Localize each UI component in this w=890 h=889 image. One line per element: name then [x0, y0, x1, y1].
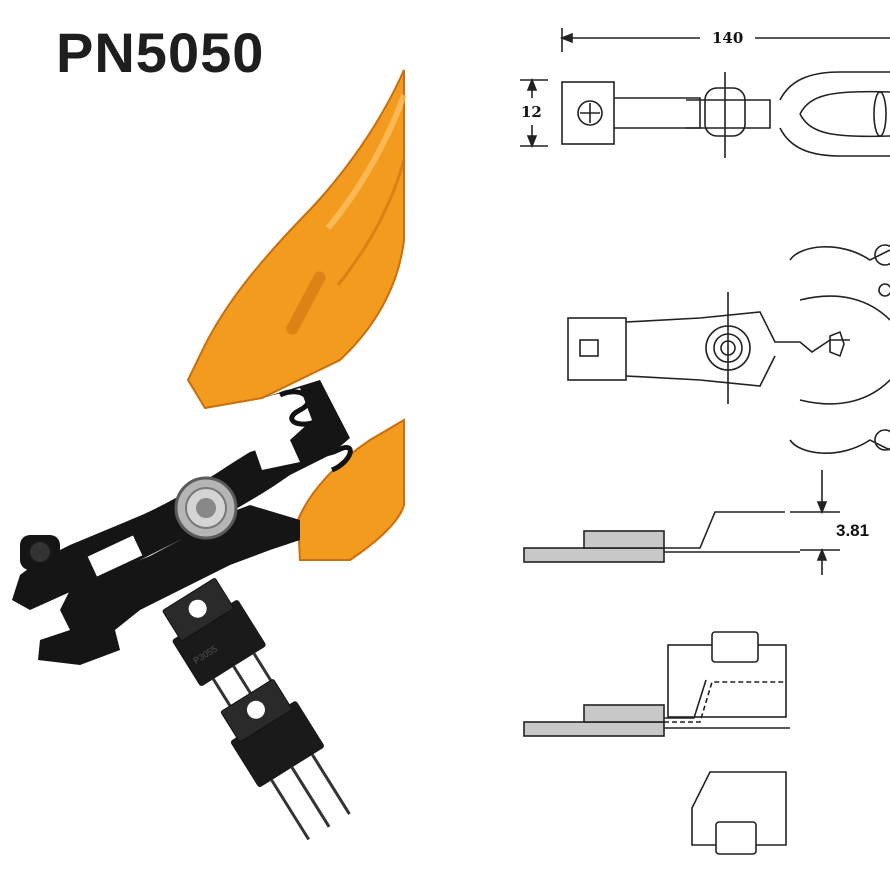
pliers-upper-handle	[186, 69, 405, 410]
dimension-length-label: 140	[712, 29, 743, 47]
dimension-width-label: 12	[521, 103, 542, 121]
pliers-jaw-lower	[38, 505, 300, 665]
pliers-photo	[12, 69, 407, 665]
product-title: PN5050	[56, 21, 265, 84]
side-view-drawing	[567, 244, 890, 454]
transistor-icon	[220, 679, 351, 841]
top-view-drawing	[520, 28, 890, 158]
bend-height-drawing	[523, 470, 840, 575]
dimension-bend-height-label: 3.81	[836, 521, 869, 540]
forming-detail-drawing	[523, 631, 790, 855]
